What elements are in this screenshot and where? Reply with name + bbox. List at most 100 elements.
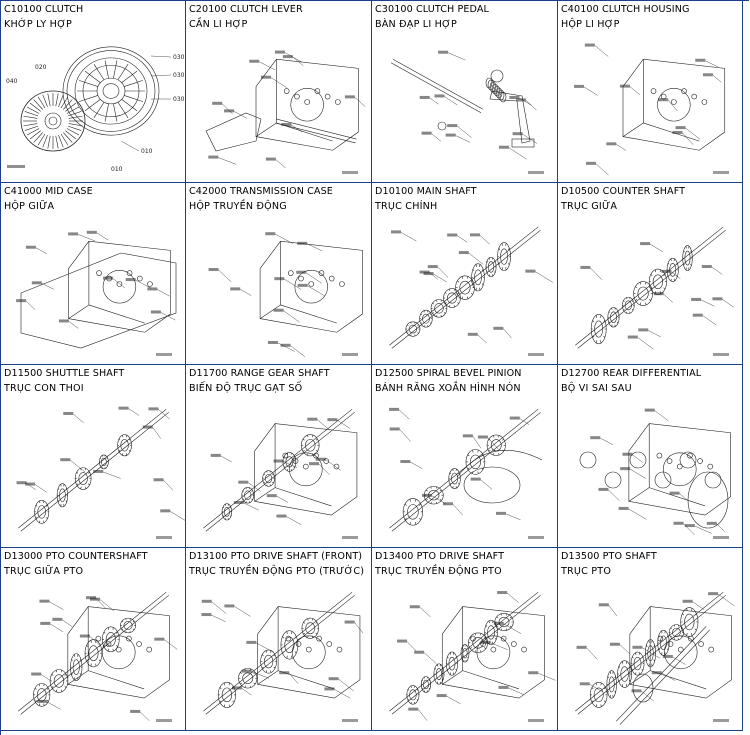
leader-line — [649, 243, 664, 253]
catalog-cell-c40100[interactable]: C40100 CLUTCH HOUSING HỘP LI HỢP — [558, 1, 743, 183]
gear-tooth — [457, 280, 460, 283]
gear-tooth — [240, 672, 242, 674]
gear-tooth — [592, 320, 595, 323]
gear — [241, 487, 255, 504]
catalog-cell-c20100[interactable]: C20100 CLUTCH LEVER CẦN LI HỢP — [186, 1, 372, 183]
gear-tooth — [286, 655, 288, 659]
part-number-mark — [445, 133, 456, 137]
gear-tooth — [312, 635, 314, 638]
leader-line — [275, 159, 286, 169]
gear-tooth — [128, 438, 131, 441]
cell-code: C41000 MID CASE — [4, 186, 93, 197]
gear — [84, 639, 103, 668]
leader-line — [140, 711, 150, 721]
gear-tooth — [253, 672, 256, 674]
gear-tooth — [294, 636, 297, 639]
part-ring — [677, 646, 684, 653]
diaphragm-finger — [113, 103, 118, 122]
friction-segment — [23, 123, 38, 127]
part-number-mark — [509, 95, 520, 99]
mid-case-diagram — [16, 230, 177, 356]
part-number-mark — [266, 494, 277, 498]
leader-line — [70, 460, 86, 473]
leader-line — [505, 513, 521, 521]
leader-line — [672, 656, 686, 665]
part-number-mark — [493, 326, 504, 330]
part-ring — [285, 635, 292, 642]
leader-line — [291, 124, 303, 133]
transmission-case-diagram — [208, 232, 363, 357]
gear-tooth — [307, 453, 309, 456]
part-number-mark — [708, 592, 719, 596]
catalog-cell-d11700[interactable]: D11700 RANGE GEAR SHAFT BIẾN ĐỘ TRỤC GẠT… — [186, 365, 372, 548]
leader-line — [251, 671, 270, 679]
gear-hub — [637, 286, 649, 301]
release-fork — [205, 112, 262, 152]
part-number-mark — [153, 478, 164, 482]
part-ring — [701, 99, 708, 105]
catalog-cell-c42000[interactable]: C42000 TRANSMISSION CASE HỘP TRUYỀN ĐỘNG — [186, 183, 372, 365]
part-number-mark — [669, 491, 680, 495]
gear-tooth — [474, 633, 476, 636]
friction-segment — [67, 111, 82, 117]
part-number-mark — [609, 642, 620, 646]
catalog-cell-d11500[interactable]: D11500 SHUTTLE SHAFT TRỤC CON THOI — [1, 365, 186, 548]
gear-tooth — [666, 648, 669, 651]
catalog-cell-d13000[interactable]: D13000 PTO COUNTERSHAFT TRỤC GIỮA PTO — [1, 548, 186, 731]
gear-tooth — [449, 288, 451, 291]
gear-tooth — [79, 673, 82, 676]
friction-segment — [23, 115, 38, 119]
gear-tooth — [686, 608, 688, 612]
catalog-cell-d13400[interactable]: D13400 PTO DRIVE SHAFT TRỤC TRUYỀN ĐỘNG … — [372, 548, 558, 731]
catalog-cell-d10100[interactable]: D10100 MAIN SHAFT TRỤC CHÍNH — [372, 183, 558, 365]
leader-line — [429, 97, 439, 105]
gear-tooth — [603, 335, 606, 338]
part-number-mark — [344, 95, 355, 99]
gear-tooth — [639, 302, 642, 306]
part-number-mark — [498, 145, 509, 149]
gear-tooth — [428, 679, 431, 681]
pto-countershaft-diagram — [18, 591, 178, 722]
catalog-cell-d10500[interactable]: D10500 COUNTER SHAFT TRỤC GIỮA — [558, 183, 743, 365]
catalog-cell-c41000[interactable]: C41000 MID CASE HỘP GIỮA — [1, 183, 186, 365]
gear-tooth — [429, 322, 432, 324]
catalog-cell-d13100[interactable]: D13100 PTO DRIVE SHAFT (FRONT) TRỤC TRUY… — [186, 548, 372, 731]
part-ring — [336, 646, 343, 653]
diaphragm-finger — [104, 103, 109, 122]
leader-line — [472, 436, 482, 449]
drawing-ref-mark — [7, 165, 25, 168]
catalog-cell-d12700[interactable]: D12700 REAR DIFFERENTIAL BỘ VI SAI SAU — [558, 365, 743, 548]
part-number-mark — [447, 124, 458, 128]
part-number-mark — [438, 50, 449, 54]
part-ring — [102, 270, 137, 304]
part-ring — [295, 641, 302, 647]
cell-code: C20100 CLUTCH LEVER — [189, 4, 303, 15]
catalog-cell-d13500[interactable]: D13500 PTO SHAFT TRỤC PTO — [558, 548, 743, 731]
gear-tooth — [603, 687, 606, 690]
leader-line — [325, 459, 341, 471]
leader-line — [429, 272, 439, 280]
leader-line — [256, 642, 274, 653]
leader-line — [507, 592, 519, 603]
gear-tooth — [631, 309, 634, 311]
part-ring — [662, 452, 697, 487]
drawing-ref-mark — [713, 353, 729, 356]
part-number-mark — [93, 469, 104, 473]
gear-tooth — [444, 292, 447, 294]
gear-tooth — [98, 659, 101, 662]
leader-line — [259, 61, 276, 71]
catalog-cell-d12500[interactable]: D12500 SPIRAL BEVEL PINION BÁNH RĂNG XOẮ… — [372, 365, 558, 548]
part-number-mark — [701, 265, 712, 269]
leader-line — [334, 689, 351, 699]
friction-segment — [58, 134, 64, 148]
part-number-mark — [470, 477, 481, 481]
drawing-ref-mark — [156, 353, 172, 356]
catalog-cell-c30100[interactable]: C30100 CLUTCH PEDAL BÀN ĐẠP LI HỢP — [372, 1, 558, 183]
part-ring — [316, 635, 322, 642]
gear-tooth — [488, 449, 491, 452]
part-number-mark — [493, 621, 504, 625]
leader-line — [455, 135, 471, 143]
part-number-mark — [447, 233, 458, 237]
gear-tooth — [682, 628, 684, 631]
